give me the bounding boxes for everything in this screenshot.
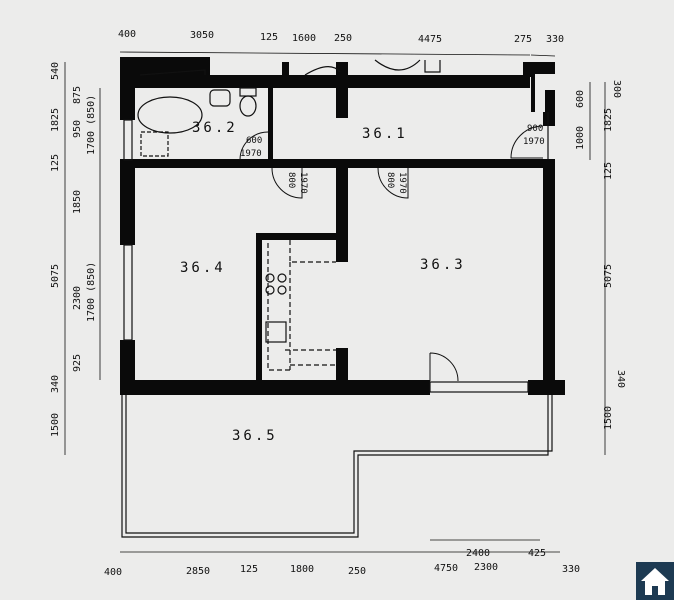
dimension-lines [64, 51, 606, 553]
dimension-label: 3050 [190, 30, 214, 41]
door-height: 1970 [298, 172, 308, 194]
dimension-label: 1600 [292, 33, 316, 44]
room-label-36-4: 36.4 [180, 260, 226, 276]
dimension-label: 330 [562, 564, 580, 575]
dimension-label: 250 [348, 566, 366, 577]
dimension-label: 250 [334, 33, 352, 44]
room-label-36-2: 36.2 [192, 120, 238, 136]
dimension-label: 2850 [186, 566, 210, 577]
dimension-label: 1500 [603, 406, 614, 430]
windows-and-balcony [121, 59, 553, 538]
dimension-label: 2300 [72, 286, 83, 310]
door-width: 800 [286, 172, 296, 188]
dimension-label: 400 [104, 567, 122, 578]
room-label-36-1: 36.1 [362, 126, 408, 142]
dimension-label: 400 [118, 29, 136, 40]
dimension-label: 1825 [50, 108, 61, 132]
dimension-label: 300 [611, 80, 622, 98]
room-label-36-5: 36.5 [232, 428, 278, 444]
door-height: 1970 [523, 137, 545, 147]
door-height: 1970 [397, 172, 407, 194]
dimension-label: 125 [50, 154, 61, 172]
door-height: 1970 [240, 149, 262, 159]
dimension-label: 2400 [466, 548, 490, 559]
dimension-label: 600 [575, 90, 586, 108]
dimension-label: 875 [72, 86, 83, 104]
dimension-label: 1700 (850) [86, 262, 97, 322]
door-width: 800 [385, 172, 395, 188]
dimension-label: 1500 [50, 413, 61, 437]
dimension-label: 275 [514, 34, 532, 45]
dimension-label: 1825 [603, 108, 614, 132]
dimension-label: 5075 [50, 264, 61, 288]
home-button[interactable] [636, 562, 674, 600]
dimension-labels: 400 3050 125 1600 250 4475 275 330 540 1825 875 950… [50, 29, 626, 578]
dimension-label: 5075 [603, 264, 614, 288]
room-labels: 36.1 36.2 36.3 36.4 36.5 [180, 120, 466, 444]
room-label-36-3: 36.3 [420, 257, 466, 273]
dimension-label: 330 [546, 34, 564, 45]
dimension-label: 2300 [474, 562, 498, 573]
door-swings [239, 125, 544, 382]
door-labels: 900 1970 600 1970 800 1970 800 1970 [240, 124, 545, 194]
dimension-label: 950 [72, 120, 83, 138]
dimension-label: 540 [50, 62, 61, 80]
home-icon [641, 568, 669, 595]
dimension-label: 4475 [418, 34, 442, 45]
dimension-label: 1800 [290, 564, 314, 575]
dimension-label: 425 [528, 548, 546, 559]
dimension-label: 125 [240, 564, 258, 575]
dimension-label: 4750 [434, 563, 458, 574]
walls [120, 57, 565, 395]
dimension-label: 340 [50, 375, 61, 393]
dimension-label: 125 [603, 162, 614, 180]
door-width: 600 [246, 136, 262, 146]
door-width: 900 [527, 124, 543, 134]
dimension-label: 125 [260, 32, 278, 43]
dimension-label: 1850 [72, 190, 83, 214]
dimension-label: 1000 [575, 126, 586, 150]
dimension-label: 340 [615, 370, 626, 388]
dimension-label: 925 [72, 354, 83, 372]
dimension-label: 1700 (850) [86, 95, 97, 155]
